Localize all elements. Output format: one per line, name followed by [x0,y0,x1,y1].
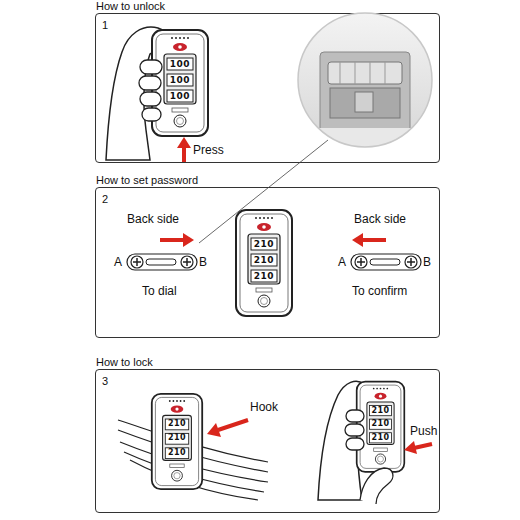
hand-fingers [345,410,393,504]
dial-digits: 100 [167,90,193,102]
instruction-text: To confirm [352,284,407,298]
mechanism [330,88,400,118]
hand-fingers [139,60,162,121]
finger [142,108,161,121]
confirm-arrow [352,233,386,247]
screw [131,256,143,268]
slider-end-letter: A [114,255,122,269]
slider-slot [370,259,400,265]
finger [139,76,161,90]
finger [345,424,364,436]
finger [140,60,162,74]
slider-right [351,254,421,270]
dial-digits: 100 [167,58,193,70]
step-number: 3 [102,375,108,387]
combination-lock [357,382,405,472]
dial-digits: 210 [370,419,392,429]
step-number: 2 [102,193,108,205]
slider-track [351,254,421,270]
section-heading: How to set password [96,174,198,186]
inset-border [298,13,432,147]
slider-slot [146,259,176,265]
step-number: 1 [102,19,108,31]
inset-photo [295,10,435,153]
push-arrow [404,441,432,454]
instruction-text: Back side [354,212,406,226]
combination-lock [152,394,202,489]
finger [140,92,161,106]
instruction-text: Hook [250,400,278,414]
arrow-head [177,137,191,148]
arrow-shaft [160,238,184,242]
arrow-head [352,233,363,247]
arrow-shaft [182,146,186,162]
dial-digits: 210 [370,433,392,443]
finger [346,438,364,450]
recess [320,52,410,132]
instruction-text: To dial [142,284,177,298]
instruction-text: Back side [127,212,179,226]
dial-digits: 210 [165,419,188,430]
dial-digits: 210 [165,433,188,444]
instruction-text: Press [193,143,224,157]
slider-left [127,254,197,270]
arrow-head [404,441,417,454]
screw-cross [357,258,365,266]
dial-digits: 210 [251,270,277,282]
slider-end-letter: B [199,255,207,269]
arrow-shaft [362,238,386,242]
screw [405,256,417,268]
cylinder-ridge [385,62,386,84]
cylinder-ridge [340,62,341,84]
arrow-shaft [414,444,432,448]
screw-cross [183,258,191,266]
arrow-head [183,233,194,247]
finger [346,410,364,422]
slider-switch [355,92,373,112]
thumb [360,468,393,504]
dial-digits: 210 [251,254,277,266]
dial-digits: 210 [165,448,188,459]
hook-arrow [207,420,248,437]
screw [355,256,367,268]
screw-cross [407,258,415,266]
slider-end-letter: B [423,255,431,269]
screw [181,256,193,268]
dial-arrow [160,233,194,247]
cylinder-ridge [355,62,356,84]
dial-digits: 210 [370,406,392,416]
instruction-text: Push [410,424,437,438]
dial-digits: 210 [251,238,277,250]
arrow-head [207,423,221,437]
dial-digits: 100 [167,74,193,86]
arrow-shaft [218,420,248,430]
slider-track [127,254,197,270]
section-heading: How to unlock [96,0,165,12]
dial-cylinder [328,62,402,84]
cylinder-ridge [370,62,371,84]
combination-lock [236,210,292,316]
slider-end-letter: A [338,255,346,269]
press-arrow [177,137,191,162]
section-heading: How to lock [96,356,153,368]
screw-cross [133,258,141,266]
